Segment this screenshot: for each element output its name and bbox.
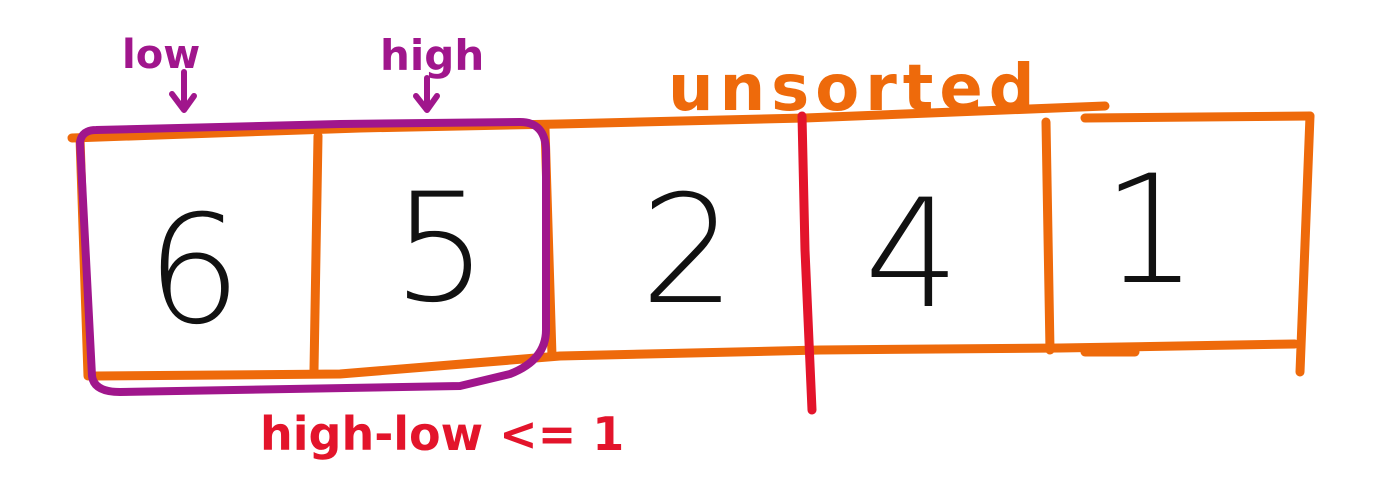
low-pointer-arrow-icon (169, 69, 197, 113)
array-cell-value: 5 (392, 162, 487, 336)
array-cell-value: 4 (864, 168, 959, 342)
array-cell-value: 1 (1102, 144, 1197, 318)
high-pointer-arrow-icon (413, 75, 440, 113)
low-high-window-outline (76, 118, 550, 396)
array-cell-value: 6 (146, 184, 241, 358)
array-cell-value: 2 (640, 164, 735, 338)
condition-label: high-low <= 1 (260, 407, 624, 461)
high-pointer-label: high (380, 31, 484, 80)
low-pointer-label: low (122, 32, 200, 78)
sorted-divider-line (797, 111, 817, 415)
